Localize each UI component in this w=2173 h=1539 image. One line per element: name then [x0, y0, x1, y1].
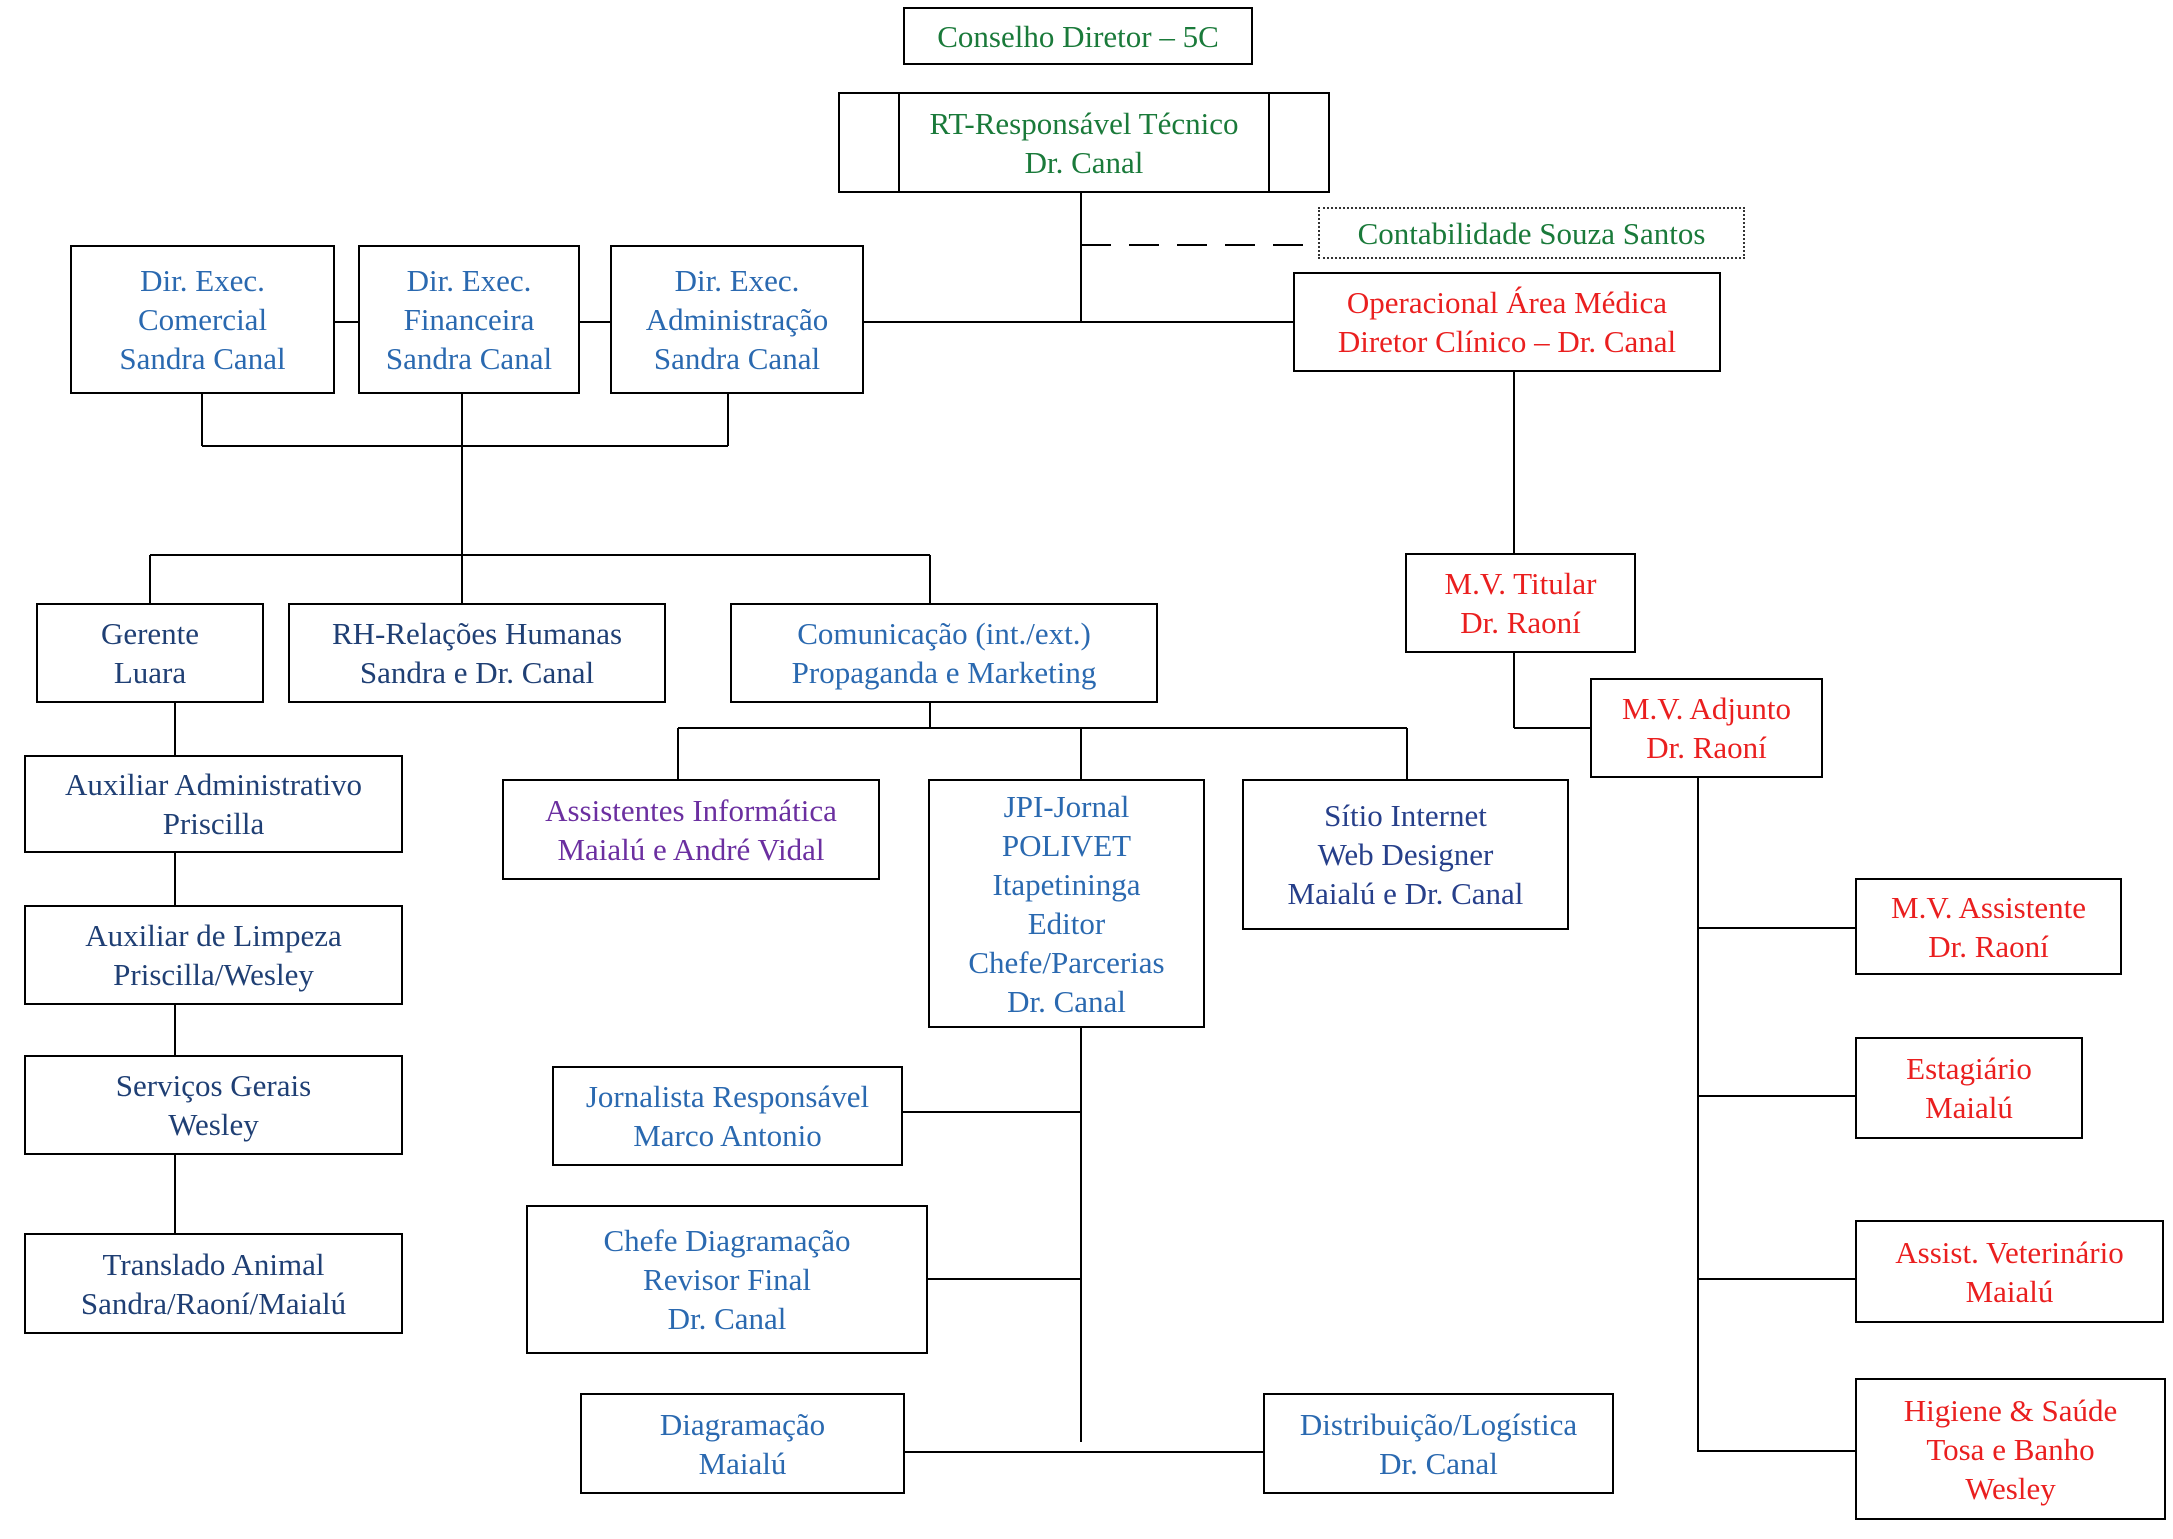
box-line: M.V. Adjunto [1621, 691, 1792, 726]
auxiliar-administrativo-box: Auxiliar Administrativo Priscilla [24, 755, 403, 853]
box-line: Translado Animal [102, 1246, 325, 1282]
diagramacao-box: Diagramação Maialú [580, 1393, 905, 1494]
assistente-veterinario-box: Assist. Veterinário Maialú [1855, 1220, 2164, 1323]
box-line: Maialú e Dr. Canal [1287, 876, 1524, 911]
box-line: Maialú e André Vidal [557, 831, 825, 867]
box-line: JPI-Jornal [1003, 788, 1130, 824]
box-line: Priscilla [162, 806, 265, 841]
box-line: Propaganda e Marketing [791, 655, 1097, 690]
box-line: Maialú [698, 1445, 787, 1481]
box-line: Higiene & Saúde [1903, 1392, 2118, 1428]
box-line: RH-Relações Humanas [331, 616, 623, 651]
jornalista-responsavel-box: Jornalista Responsável Marco Antonio [552, 1066, 903, 1166]
box-line: Dir. Exec. [140, 263, 265, 298]
box-line: Dir. Exec. [674, 263, 800, 298]
box-line: Wesley [168, 1107, 259, 1142]
box-line: Dir. Exec. [406, 263, 532, 298]
sitio-internet-box: Sítio Internet Web Designer Maialú e Dr.… [1242, 779, 1569, 930]
box-line: Itapetininga [992, 866, 1141, 902]
box-line: Comunicação (int./ext.) [797, 616, 1091, 651]
mv-assistente-box: M.V. Assistente Dr. Raoní [1855, 878, 2122, 975]
box-line: Operacional Área Médica [1346, 285, 1668, 320]
mv-titular-box: M.V. Titular Dr. Raoní [1405, 553, 1636, 653]
box-line: Comercial [137, 302, 268, 337]
box-line: Auxiliar de Limpeza [85, 918, 342, 953]
box-line: M.V. Assistente [1891, 889, 2086, 925]
responsavel-tecnico-box: RT-Responsável Técnico Dr. Canal [838, 92, 1330, 193]
box-line: POLIVET [1001, 827, 1132, 863]
rh-box: RH-Relações Humanas Sandra e Dr. Canal [288, 603, 666, 703]
box-line: Marco Antonio [633, 1118, 822, 1153]
distribuicao-logistica-box: Distribuição/Logística Dr. Canal [1263, 1393, 1614, 1494]
box-line: Sítio Internet [1324, 798, 1487, 833]
gerente-box: Gerente Luara [36, 603, 264, 703]
box-line: Luara [113, 655, 187, 690]
box-line: Maialú [1965, 1273, 2054, 1309]
box-line: Chefe/Parcerias [968, 944, 1165, 980]
box-line: Financeira [403, 302, 535, 337]
operacional-area-medica-box: Operacional Área Médica Diretor Clínico … [1293, 272, 1721, 372]
translado-animal-box: Translado Animal Sandra/Raoní/Maialú [24, 1233, 403, 1334]
box-line: RT-Responsável Técnico [929, 105, 1239, 141]
box-line: Sandra e Dr. Canal [359, 655, 595, 690]
box-line: Diagramação [659, 1406, 826, 1442]
contabilidade-box: Contabilidade Souza Santos [1318, 207, 1745, 259]
box-line: Sandra Canal [653, 341, 821, 376]
box-line: Wesley [1965, 1470, 2056, 1506]
box-line: Serviços Gerais [115, 1068, 312, 1103]
box-line: Assistentes Informática [545, 792, 837, 828]
box-line: Editor [1027, 905, 1106, 941]
box-line: Auxiliar Administrativo [64, 767, 363, 802]
box-line: Dr. Canal [667, 1301, 787, 1336]
box-line: Web Designer [1317, 837, 1494, 872]
box-inner-border [1268, 94, 1270, 191]
comunicacao-box: Comunicação (int./ext.) Propaganda e Mar… [730, 603, 1158, 703]
box-line: Dr. Canal [1379, 1445, 1498, 1481]
box-line: Dr. Raoní [1928, 928, 2049, 964]
box-line: Jornalista Responsável [585, 1079, 870, 1114]
box-line: Dr. Raoní [1460, 605, 1581, 640]
box-line: Contabilidade Souza Santos [1357, 215, 1706, 251]
dir-exec-comercial-box: Dir. Exec. Comercial Sandra Canal [70, 245, 335, 394]
jpi-jornal-box: JPI-Jornal POLIVET Itapetininga Editor C… [928, 779, 1205, 1028]
dir-exec-administracao-box: Dir. Exec. Administração Sandra Canal [610, 245, 864, 394]
box-line: Administração [645, 302, 829, 337]
mv-adjunto-box: M.V. Adjunto Dr. Raoní [1590, 678, 1823, 778]
dir-exec-financeira-box: Dir. Exec. Financeira Sandra Canal [358, 245, 580, 394]
assistentes-informatica-box: Assistentes Informática Maialú e André V… [502, 779, 880, 880]
box-line: Priscilla/Wesley [113, 957, 314, 992]
box-line: Dr. Canal [1024, 144, 1144, 180]
auxiliar-limpeza-box: Auxiliar de Limpeza Priscilla/Wesley [24, 905, 403, 1005]
box-line: Tosa e Banho [1926, 1431, 2095, 1467]
box-line: Distribuição/Logística [1299, 1406, 1578, 1442]
box-line: Sandra Canal [385, 341, 553, 376]
servicos-gerais-box: Serviços Gerais Wesley [24, 1055, 403, 1155]
box-line: Assist. Veterinário [1895, 1234, 2124, 1270]
box-line: Diretor Clínico – Dr. Canal [1337, 324, 1677, 359]
box-line: Revisor Final [643, 1262, 811, 1297]
chefe-diagramacao-box: Chefe Diagramação Revisor Final Dr. Cana… [526, 1205, 928, 1354]
box-line: Dr. Raoní [1646, 730, 1767, 765]
conselho-diretor-box: Conselho Diretor – 5C [903, 7, 1253, 65]
higiene-saude-box: Higiene & Saúde Tosa e Banho Wesley [1855, 1378, 2166, 1520]
box-line: Sandra/Raoní/Maialú [80, 1285, 347, 1321]
box-inner-border [898, 94, 900, 191]
box-line: Sandra Canal [119, 341, 286, 376]
box-line: Conselho Diretor – 5C [937, 18, 1219, 54]
box-line: M.V. Titular [1444, 566, 1597, 601]
box-line: Estagiário [1906, 1051, 2032, 1086]
box-line: Gerente [100, 616, 200, 651]
box-line: Maialú [1925, 1090, 2013, 1125]
estagiario-box: Estagiário Maialú [1855, 1037, 2083, 1139]
box-line: Dr. Canal [1007, 983, 1126, 1019]
box-line: Chefe Diagramação [603, 1223, 851, 1258]
